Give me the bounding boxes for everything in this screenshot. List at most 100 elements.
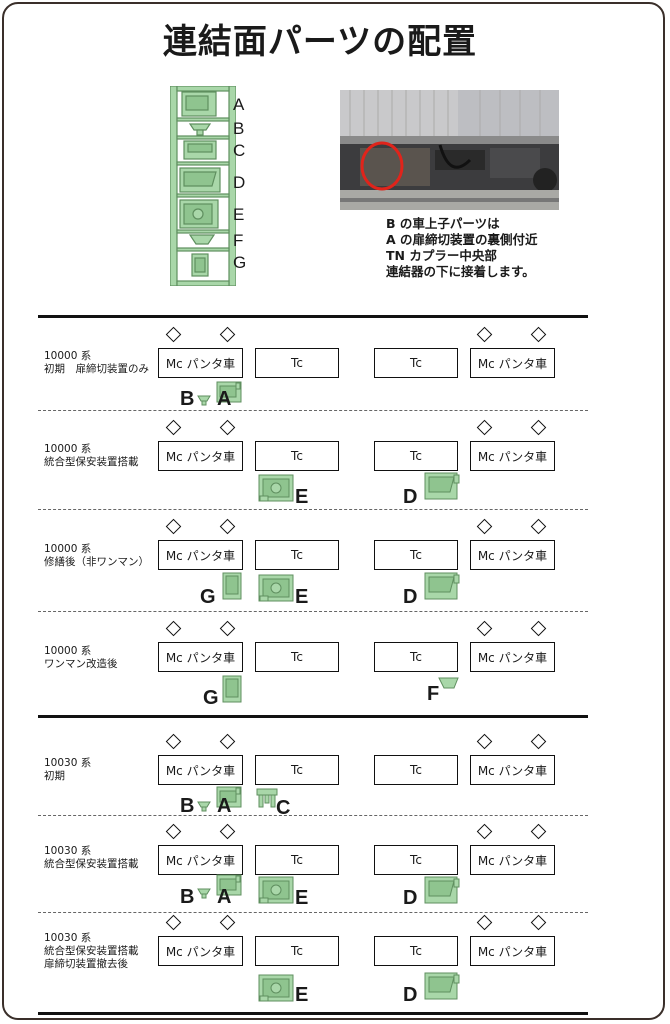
car-mc-pantograph: Mc パンタ車 [470, 642, 555, 672]
letter-key-d: D [233, 173, 246, 192]
part-g-label: G [200, 586, 216, 608]
part-e-label: E [295, 984, 309, 1006]
row-divider [38, 815, 588, 816]
car-tc: Tc [374, 755, 458, 785]
car-tc: Tc [255, 936, 339, 966]
car-mc-pantograph: Mc パンタ車 [158, 936, 243, 966]
row-series: 10000 系 [44, 543, 92, 555]
part-d-icon [424, 472, 460, 504]
row-divider [38, 611, 588, 612]
car-tc: Tc [255, 755, 339, 785]
part-a-label: A [217, 886, 232, 908]
row-series: 10030 系 [44, 932, 92, 944]
coupler-photo [340, 90, 559, 210]
part-e-icon [258, 574, 294, 606]
part-e-label: E [295, 486, 309, 508]
part-c-label: C [276, 797, 291, 819]
car-mc-pantograph: Mc パンタ車 [470, 936, 555, 966]
install-note-line-2: A の扉締切装置の裏側付近 [386, 232, 538, 247]
row-series: 10030 系 [44, 845, 92, 857]
part-e-icon [258, 876, 294, 908]
car-mc-pantograph: Mc パンタ車 [158, 845, 243, 875]
row-series: 10000 系 [44, 443, 92, 455]
car-mc-pantograph: Mc パンタ車 [158, 348, 243, 378]
part-d-icon [424, 972, 460, 1004]
car-mc-pantograph: Mc パンタ車 [470, 755, 555, 785]
part-e-label: E [295, 887, 309, 909]
row-variant-extra: 扉締切装置撤去後 [44, 958, 128, 970]
section-rule-bottom [38, 1012, 588, 1015]
install-note-line-3: TN カプラー中央部 [386, 248, 497, 263]
part-b-icon [197, 797, 211, 816]
part-d-icon [424, 572, 460, 604]
install-note-line-1: B の車上子パーツは [386, 216, 500, 231]
row-label: 10000 系 ワンマン改造後 [44, 645, 118, 671]
part-a-label: A [217, 795, 232, 817]
car-mc-pantograph: Mc パンタ車 [470, 348, 555, 378]
part-b-icon [197, 884, 211, 903]
row-series: 10000 系 [44, 645, 92, 657]
car-tc: Tc [374, 642, 458, 672]
part-b-icon [197, 391, 211, 410]
car-tc: Tc [374, 348, 458, 378]
part-d-label: D [403, 586, 418, 608]
part-b-label: B [180, 886, 195, 908]
row-label: 10000 系 修繕後（非ワンマン） [44, 543, 149, 569]
car-mc-pantograph: Mc パンタ車 [158, 441, 243, 471]
section-rule-top [38, 315, 588, 318]
part-c-icon [256, 788, 278, 812]
part-a-icon [216, 786, 242, 812]
part-g-label: G [203, 687, 219, 709]
car-tc: Tc [255, 845, 339, 875]
section-rule-middle [38, 715, 588, 718]
row-label: 10030 系 統合型保安装置搭載 扉締切装置撤去後 [44, 932, 139, 971]
car-mc-pantograph: Mc パンタ車 [470, 441, 555, 471]
part-e-label: E [295, 586, 309, 608]
part-d-label: D [403, 486, 418, 508]
car-mc-pantograph: Mc パンタ車 [158, 642, 243, 672]
row-label: 10030 系 統合型保安装置搭載 [44, 845, 139, 871]
letter-key-b: B [233, 119, 245, 138]
row-variant: 修繕後（非ワンマン） [44, 556, 149, 568]
row-label: 10000 系 統合型保安装置搭載 [44, 443, 139, 469]
car-tc: Tc [374, 936, 458, 966]
part-g-icon [222, 572, 242, 604]
part-e-icon [258, 474, 294, 506]
letter-key-c: C [233, 141, 246, 160]
car-mc-pantograph: Mc パンタ車 [158, 540, 243, 570]
part-f-label: F [427, 683, 440, 705]
part-a-label: A [217, 388, 232, 410]
part-d-label: D [403, 984, 418, 1006]
letter-key-e: E [233, 205, 245, 224]
parts-sprue-illustration [170, 86, 236, 286]
row-variant: 統合型保安装置搭載 [44, 945, 139, 957]
car-tc: Tc [255, 348, 339, 378]
row-variant: 初期 扉締切装置のみ [44, 363, 149, 375]
row-variant: 統合型保安装置搭載 [44, 858, 139, 870]
car-tc: Tc [374, 540, 458, 570]
row-label: 10000 系 初期 扉締切装置のみ [44, 350, 149, 376]
row-label: 10030 系 初期 [44, 757, 91, 783]
car-mc-pantograph: Mc パンタ車 [470, 540, 555, 570]
car-tc: Tc [255, 642, 339, 672]
part-b-label: B [180, 388, 195, 410]
row-divider [38, 912, 588, 913]
row-series: 10030 系 [44, 757, 92, 769]
part-b-label: B [180, 795, 195, 817]
page-title: 連結面パーツの配置 [162, 22, 478, 62]
row-series: 10000 系 [44, 350, 92, 362]
part-d-icon [424, 876, 460, 908]
car-tc: Tc [255, 540, 339, 570]
part-f-icon [438, 675, 460, 694]
install-note-line-4: 連結器の下に接着します。 [386, 264, 535, 279]
letter-key-f: F [233, 231, 244, 250]
car-tc: Tc [374, 845, 458, 875]
row-divider [38, 410, 588, 411]
part-g-icon [222, 675, 242, 707]
row-divider [38, 509, 588, 510]
car-tc: Tc [374, 441, 458, 471]
car-mc-pantograph: Mc パンタ車 [470, 845, 555, 875]
part-a-icon [216, 874, 242, 900]
part-d-label: D [403, 887, 418, 909]
